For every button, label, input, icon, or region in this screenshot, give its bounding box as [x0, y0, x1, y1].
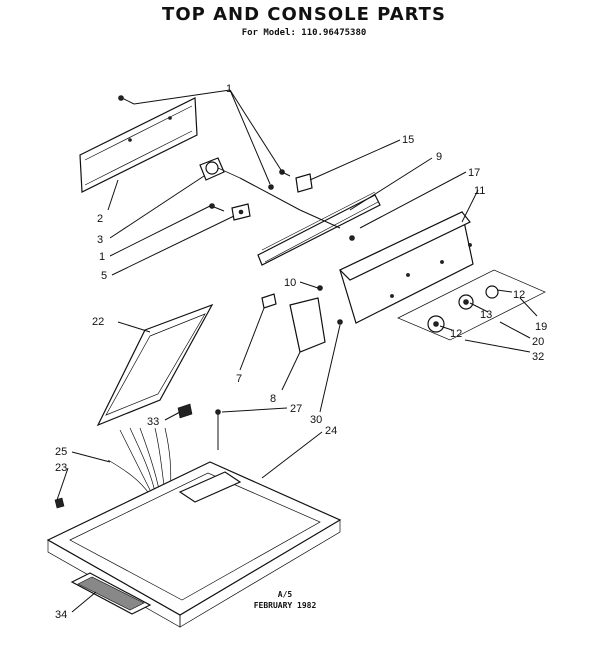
part-11-console-panel — [338, 211, 474, 324]
part-1-screw-mid — [209, 203, 225, 212]
callout-19: 19 — [535, 321, 547, 333]
callout-9: 9 — [436, 151, 442, 163]
part-3-switch — [199, 157, 241, 181]
part-17-screw — [349, 235, 355, 241]
callout-2: 2 — [97, 213, 103, 225]
part-23-screw — [54, 497, 65, 509]
model-subtitle: For Model: 110.96475380 — [241, 28, 367, 38]
callout-5: 5 — [101, 270, 107, 282]
part-9-rail — [239, 177, 381, 266]
page-title: TOP AND CONSOLE PARTS — [162, 4, 446, 25]
callout-25: 25 — [55, 446, 67, 458]
callout-33: 33 — [147, 416, 159, 428]
part-30-screw — [337, 319, 343, 325]
callout-labels: 1 2 3 1 5 15 9 17 11 10 12 13 12 19 20 3… — [55, 83, 547, 621]
callout-20: 20 — [532, 336, 544, 348]
callout-12b: 12 — [450, 328, 462, 340]
callout-17: 17 — [468, 167, 480, 179]
callout-24: 24 — [325, 425, 337, 437]
part-1-screw-top — [118, 95, 135, 105]
part-5-clip — [231, 203, 251, 221]
callout-23: 23 — [55, 462, 67, 474]
callout-7: 7 — [236, 373, 242, 385]
callout-27: 27 — [290, 403, 302, 415]
part-24-top-panel — [46, 461, 342, 628]
callout-8: 8 — [270, 393, 276, 405]
footer-code: A/5 — [277, 590, 293, 599]
knob-group — [397, 269, 546, 341]
part-15-bracket — [295, 173, 313, 193]
leader-lines — [56, 89, 538, 613]
callout-1a: 1 — [226, 83, 232, 95]
part-34-plate — [70, 572, 152, 615]
part-8-cover — [289, 297, 326, 353]
callout-12a: 12 — [513, 289, 525, 301]
callout-11: 11 — [474, 185, 485, 197]
part-22-lid — [96, 303, 214, 427]
footer-date: FEBRUARY 1982 — [253, 601, 317, 610]
callout-30: 30 — [310, 414, 322, 426]
callout-13: 13 — [480, 309, 492, 321]
callout-10: 10 — [284, 277, 296, 289]
part-1-screws-right — [268, 169, 291, 190]
part-33-connector — [177, 403, 193, 419]
callout-15: 15 — [402, 134, 414, 146]
part-27-screw — [215, 409, 221, 450]
callout-22: 22 — [92, 316, 104, 328]
callout-1b: 1 — [99, 251, 105, 263]
callout-3: 3 — [97, 234, 103, 246]
part-7-clip — [261, 293, 277, 309]
part-2-bracket — [79, 97, 198, 193]
callout-34: 34 — [55, 609, 67, 621]
callout-32: 32 — [532, 351, 544, 363]
part-10-screw — [317, 285, 323, 291]
